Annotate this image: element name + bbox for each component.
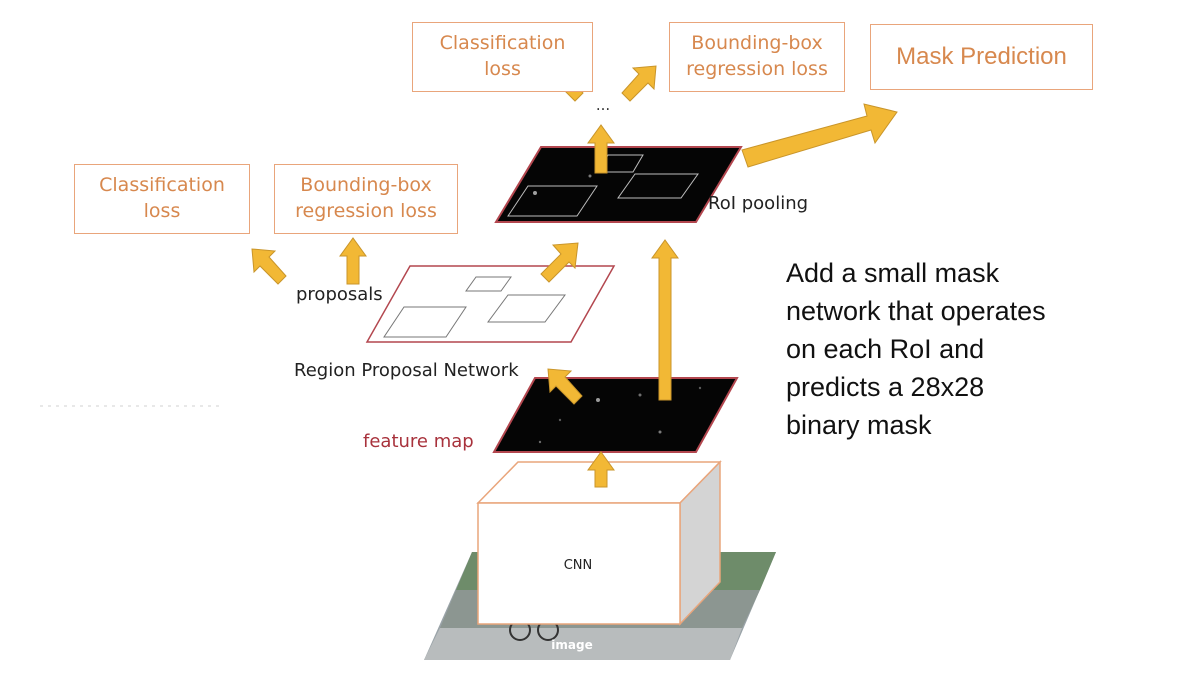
left-classification-loss-label: Classification loss bbox=[99, 174, 225, 222]
mask-network-caption: Add a small mask network that operates o… bbox=[786, 258, 1046, 440]
arrow-proposals-to-roi bbox=[540, 242, 579, 283]
cnn-label: CNN bbox=[564, 558, 593, 573]
left-bbox-regression-loss-box: Bounding-box regression loss bbox=[274, 164, 458, 234]
arrow-cnn-to-feature bbox=[587, 451, 615, 488]
left-bbox-regression-loss-label: Bounding-box regression loss bbox=[295, 174, 437, 222]
top-bbox-regression-loss-label: Bounding-box regression loss bbox=[686, 32, 828, 80]
mask-prediction-box: Mask Prediction bbox=[870, 24, 1093, 90]
arrow-to-left-classification bbox=[251, 248, 287, 285]
rpn-label: Region Proposal Network bbox=[294, 360, 519, 381]
roi-pooling-label: RoI pooling bbox=[708, 193, 809, 214]
roi-pooling-plane bbox=[494, 146, 743, 223]
ellipsis: ... bbox=[596, 96, 610, 114]
arrow-to-left-bbox bbox=[339, 237, 367, 285]
top-bbox-regression-loss-box: Bounding-box regression loss bbox=[669, 22, 845, 92]
top-classification-loss-label: Classification loss bbox=[439, 32, 566, 80]
top-classification-loss-box: Classification loss bbox=[412, 22, 593, 92]
arrows bbox=[251, 65, 898, 488]
arrow-to-top-bbox bbox=[621, 65, 657, 102]
arrow-feature-to-roi bbox=[651, 239, 679, 401]
arrow-to-mask-prediction bbox=[741, 103, 898, 168]
left-classification-loss-box: Classification loss bbox=[74, 164, 250, 234]
feature-map-label: feature map bbox=[363, 431, 474, 452]
proposals-plane bbox=[365, 265, 616, 343]
proposals-label: proposals bbox=[296, 284, 383, 305]
arrow-feature-to-rpn bbox=[547, 368, 583, 405]
feature-map-plane bbox=[492, 377, 739, 453]
image-label: image bbox=[551, 638, 592, 652]
arrow-roi-up bbox=[587, 124, 615, 174]
mask-prediction-label: Mask Prediction bbox=[896, 42, 1067, 70]
